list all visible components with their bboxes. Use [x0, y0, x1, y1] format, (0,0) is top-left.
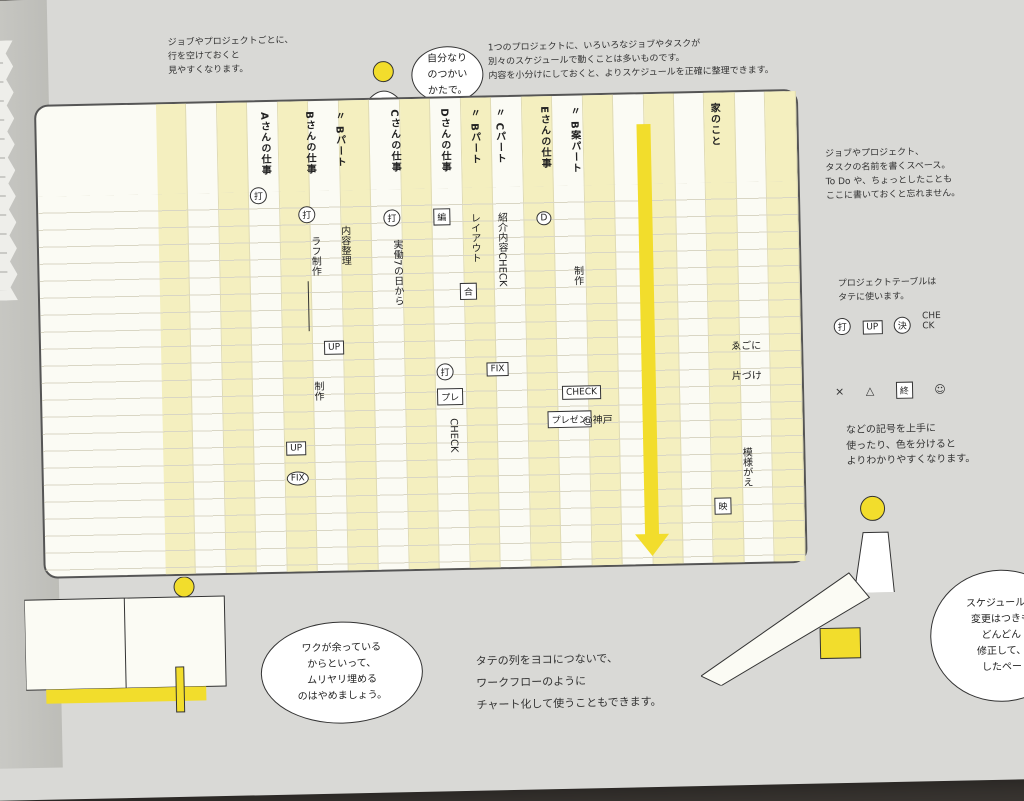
header-e-b: 〃 B案パート: [568, 105, 581, 174]
note-rafu: ラフ制作: [308, 235, 321, 277]
row-grid: [37, 180, 806, 577]
annotation-top-center: 1つのプロジェクトに、いろいろなジョブやタスクが 別々のスケジュールで動くことは…: [487, 38, 774, 82]
person-icon-bottom-right: [832, 492, 914, 598]
note-layout: レイアウト: [468, 212, 481, 263]
book-illustration: [23, 576, 247, 725]
note-mo: 模様がえ: [740, 446, 753, 488]
annotation-bottom-center: タテの列をヨコにつないで、 ワークフローのように チャート化して使うこともできま…: [475, 651, 662, 712]
bubble-bottom-right: スケジュールに 変更はつきも どんどん 修正して、 したペー: [928, 568, 1024, 704]
header-b: Bさんの仕事: [303, 111, 316, 175]
up-symbol-1: UP: [323, 340, 345, 355]
check-symbol: CHECK: [561, 385, 602, 400]
legend-check: CHE CK: [921, 310, 941, 332]
legend-up: UP: [862, 320, 883, 335]
header-b-part: 〃 Bパート: [333, 110, 346, 168]
note-ezo: ゑごに: [731, 340, 762, 353]
annotation-right-top: ジョブやプロジェクト、 タスクの名前を書くスペース。 To Do や、ちょっとし…: [825, 147, 961, 202]
note-naiyou: 内容整理: [338, 225, 351, 266]
note-shoukai: 紹介内容CHECK: [495, 212, 508, 287]
header-d: Dさんの仕事: [438, 108, 451, 173]
yellow-arrow-head: [635, 533, 670, 557]
header-e: Eさんの仕事: [538, 106, 551, 170]
header-a: Aさんの仕事: [258, 111, 271, 176]
hen-symbol: 編: [433, 208, 451, 226]
header-d-b: 〃 Bパート: [468, 107, 481, 165]
note-check: CHECK: [447, 418, 460, 453]
note-seisaku-e: 制作: [571, 265, 583, 286]
legend-triangle: △: [865, 384, 875, 398]
up-symbol-2: UP: [286, 441, 307, 456]
note-seisaku: 制作: [311, 380, 324, 402]
fix-symbol-2: FIX: [486, 362, 509, 377]
legend-symbols: 打 UP 決 CHE CK × △ 終 ☺: [833, 310, 946, 400]
note-katazuke: 片づけ: [731, 370, 762, 383]
go-symbol: 合: [459, 282, 478, 301]
legend-owari: 終: [895, 381, 913, 399]
header-home: 家のこと: [708, 102, 720, 147]
note-jitsudou: 実働7の日から: [390, 239, 404, 306]
legend-x: ×: [834, 385, 845, 399]
header-d-c: 〃 Cパート: [493, 107, 506, 165]
note-kobe: @神戸: [582, 414, 613, 427]
ei-symbol: 映: [714, 497, 732, 515]
project-table: Aさんの仕事 Bさんの仕事 〃 Bパート Cさんの仕事 Dさんの仕事 〃 Bパー…: [33, 88, 808, 579]
legend-kettei: 決: [893, 316, 911, 334]
annotation-right-mid: プロジェクトテーブルは タテに使います。: [837, 277, 937, 304]
legend-uchi: 打: [833, 317, 851, 336]
pure-symbol: プレ: [436, 387, 464, 406]
annotation-top-left: ジョブやプロジェクトごとに、 行を空けておくと 見やすくなります。: [167, 35, 294, 76]
header-c: Cさんの仕事: [388, 109, 401, 173]
bubble-bottom-left: ワクが余っている からといって、 ムリヤリ埋める のはやめましょう。: [259, 619, 424, 726]
pencil-eraser-icon: [698, 542, 881, 690]
annotation-right-bottom: などの記号を上手に 使ったり、色を分けると よりわかりやすくなります。: [845, 423, 976, 467]
legend-smile: ☺: [934, 382, 946, 397]
